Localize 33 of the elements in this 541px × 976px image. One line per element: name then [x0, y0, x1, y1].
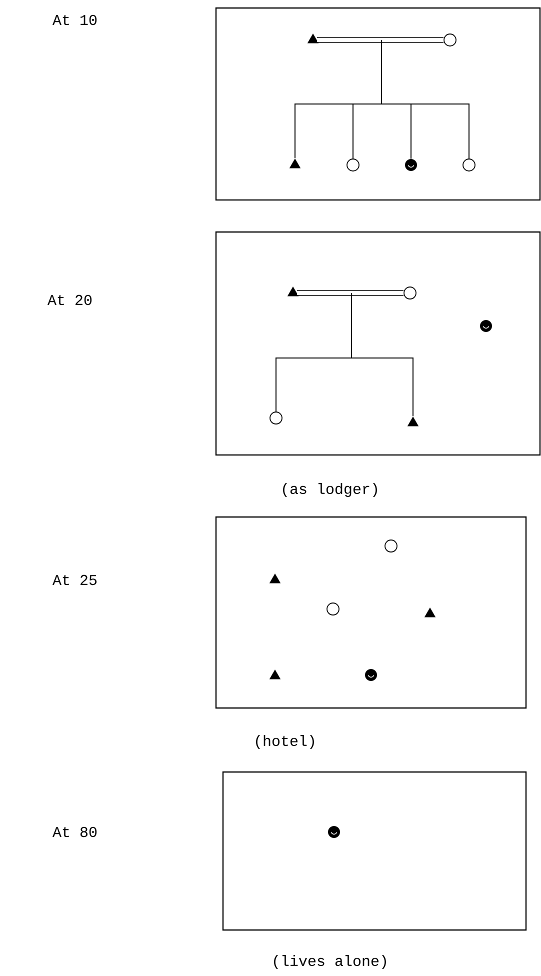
triangle-symbol	[424, 608, 436, 618]
marriage-line	[297, 290, 404, 296]
triangle-symbol	[307, 34, 319, 44]
marriage-line	[317, 37, 444, 43]
age-label: At 25	[52, 574, 97, 586]
age-label: At 10	[52, 14, 97, 26]
panel-box	[215, 7, 541, 201]
descent-line	[381, 40, 470, 160]
panel-box	[215, 231, 541, 456]
circle-symbol	[384, 540, 398, 552]
node-label: (hotel)	[256, 735, 314, 749]
circle-symbol	[346, 158, 360, 172]
triangle-symbol	[287, 286, 299, 296]
smiley-icon	[365, 669, 377, 681]
age-label: At 20	[48, 294, 92, 306]
triangle-symbol	[269, 574, 281, 584]
descent-line	[351, 292, 414, 417]
smiley-icon	[480, 320, 492, 332]
panel-box	[222, 771, 527, 931]
smiley-icon	[328, 826, 340, 838]
triangle-symbol	[407, 416, 419, 426]
circle-symbol	[462, 158, 476, 172]
triangle-symbol	[269, 670, 281, 680]
circle-symbol	[404, 286, 416, 300]
node-label: (as lodger)	[283, 483, 377, 497]
triangle-symbol	[289, 158, 301, 168]
smiley-icon	[405, 159, 417, 171]
node-label: (lives alone)	[274, 955, 386, 969]
circle-symbol	[326, 602, 340, 616]
panel-box	[215, 516, 527, 709]
circle-symbol	[270, 412, 282, 424]
age-label: At 80	[52, 826, 97, 838]
circle-symbol	[444, 34, 456, 46]
